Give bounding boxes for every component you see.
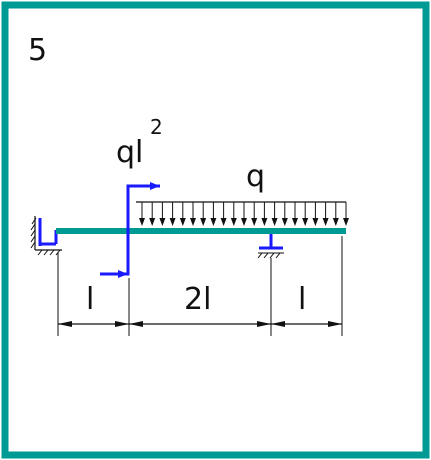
load-arrow-head xyxy=(210,218,217,226)
fixed-support xyxy=(30,216,62,256)
load-arrow-head xyxy=(332,218,339,226)
load-arrow-head xyxy=(271,218,278,226)
load-arrow-head xyxy=(149,218,156,226)
moment-load xyxy=(100,182,160,278)
load-arrow-head xyxy=(230,218,237,226)
moment-exponent: 2 xyxy=(150,115,163,139)
load-arrow-head xyxy=(179,218,186,226)
load-arrow-head xyxy=(312,218,319,226)
moment-label: ql xyxy=(116,135,143,170)
dim-label-span2: 2l xyxy=(184,282,211,317)
load-arrow-head xyxy=(190,218,196,226)
extension-lines xyxy=(57,236,343,336)
load-arrow-head xyxy=(241,218,247,226)
load-arrow-head xyxy=(261,218,268,226)
load-arrow-head xyxy=(139,218,145,226)
distributed-label: q xyxy=(246,159,265,194)
distributed-load xyxy=(136,201,349,226)
dim-label-span3: l xyxy=(298,282,306,317)
dim-label-span1: l xyxy=(86,282,94,317)
load-arrow-head xyxy=(220,218,227,226)
load-arrow-head xyxy=(169,218,176,226)
roller-support xyxy=(257,234,284,259)
load-arrow-head xyxy=(200,218,207,226)
load-arrow-head xyxy=(302,218,309,226)
dimension-arrows xyxy=(58,321,342,327)
load-arrow-head xyxy=(159,218,166,226)
load-arrow-head xyxy=(251,218,258,226)
load-arrow-head xyxy=(281,218,288,226)
problem-number: 5 xyxy=(28,33,47,68)
load-arrow-head xyxy=(343,218,349,226)
load-arrow-head xyxy=(322,218,329,226)
load-arrow-head xyxy=(292,218,298,226)
